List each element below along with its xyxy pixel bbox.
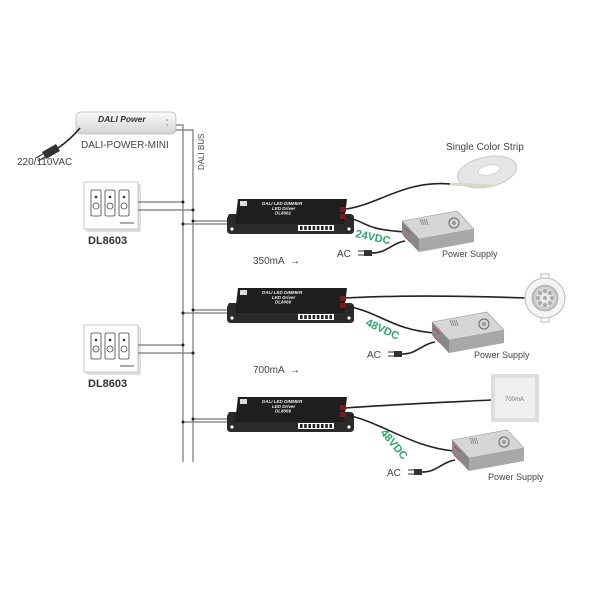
switch-panel: DL8603 [83, 324, 195, 390]
supply-voltage-label: 48VDC [364, 317, 401, 343]
ac-plug-icon [358, 250, 372, 256]
terminal-block-icon [298, 314, 334, 320]
arrow-right-icon: → [290, 256, 300, 267]
driver-title: DALI LED DIMMER [262, 290, 303, 295]
ac-label: AC [367, 350, 381, 361]
dimmer-button-icon [104, 189, 116, 217]
switch-panel: DL8603 [83, 181, 195, 247]
ac-input-label: 220/110VAC [17, 157, 72, 168]
terminal-block-icon [298, 423, 334, 429]
terminal-block-icon [298, 225, 334, 231]
ac-plug-icon [388, 351, 402, 357]
downlight-icon [524, 273, 566, 323]
power-supply-label: Power Supply [474, 350, 530, 360]
fan-icon [478, 318, 490, 330]
panel-light-icon: 700mA [491, 374, 539, 422]
driver-title: DALI LED DIMMER [262, 201, 303, 206]
dimmer-button-icon [104, 332, 116, 360]
arrow-right-icon: → [290, 365, 300, 376]
output-current-label: 700mA [253, 365, 285, 376]
switch-panel-name: DL8603 [88, 235, 127, 247]
dali-bus: DALI BUS [172, 124, 206, 462]
supply-voltage-label: 24VDC [354, 228, 391, 247]
ac-label: AC [387, 468, 401, 479]
power-supply [401, 210, 475, 252]
ac-plug-icon [35, 144, 60, 162]
driver-model: DL8061 [275, 211, 292, 216]
power-supply-label: Power Supply [488, 472, 544, 482]
switch-panel-name: DL8603 [88, 378, 127, 390]
fan-icon [498, 436, 510, 448]
dali-power-supply: DALI Power DALI-POWER-MINI 220/110VAC [17, 111, 177, 168]
panel-light-label: 700mA [505, 397, 524, 403]
power-supply [451, 429, 525, 471]
fan-icon [448, 217, 460, 229]
driver-title: DALI LED DIMMER [262, 399, 303, 404]
bus-line-2 [172, 129, 194, 462]
dali-power-name: DALI-POWER-MINI [81, 140, 169, 151]
dimmer-button-icon [118, 332, 130, 360]
dali-power-device-label: DALI Power [98, 114, 146, 124]
driver-subtitle: LED Driver [272, 206, 296, 211]
dali-bus-label: DALI BUS [197, 134, 206, 170]
dimmer-button-icon [118, 189, 130, 217]
driver-subtitle: LED Driver [272, 295, 296, 300]
power-supply-label: Power Supply [442, 249, 498, 259]
power-supply [431, 311, 505, 353]
dimmer-button-icon [90, 332, 102, 360]
driver-model: DL8069 [275, 409, 292, 414]
ac-label: AC [337, 249, 351, 260]
dimmer-button-icon [90, 189, 102, 217]
bus-line-1 [172, 124, 184, 462]
output-current-label: 350mA [253, 256, 285, 267]
driver-model: DL8069 [275, 300, 292, 305]
led-strip-reel [449, 155, 518, 189]
driver-subtitle: LED Driver [272, 404, 296, 409]
ac-plug-icon [408, 469, 422, 475]
load-label: Single Color Strip [446, 142, 524, 153]
